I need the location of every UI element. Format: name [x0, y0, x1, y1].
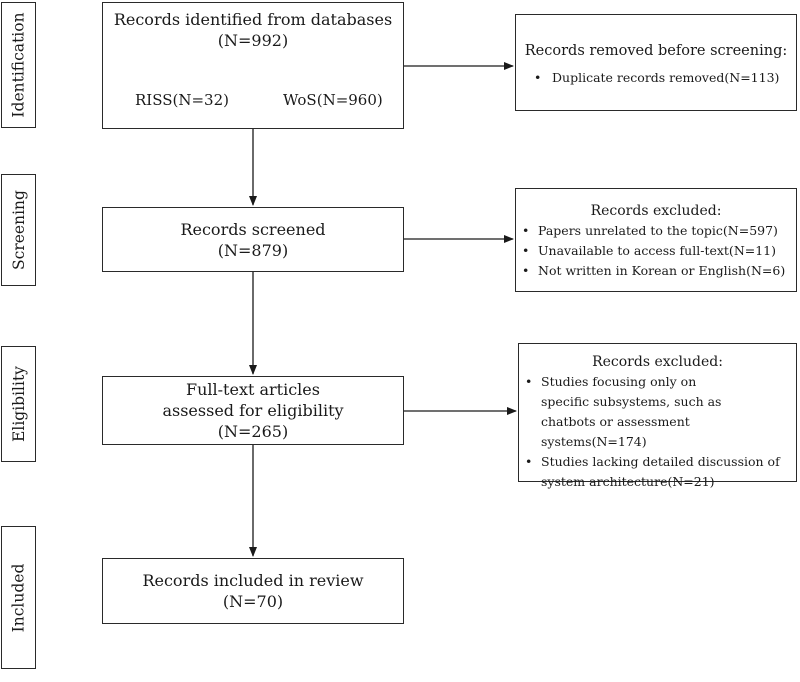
included-box: Records included in review (N=70) — [102, 558, 404, 624]
source-wos-count: (N=960) — [316, 91, 383, 109]
source-riss-name: RISS — [135, 91, 173, 109]
excluded-eligibility-text: Studies lacking detailed discussion of — [541, 454, 780, 469]
eligibility-box: Full-text articles assessed for eligibil… — [102, 376, 404, 445]
removed-item: • Duplicate records removed(N=113) — [516, 68, 796, 88]
stage-identification-text: Identification — [9, 12, 28, 118]
stage-label-screening: Screening — [1, 174, 36, 286]
excluded-screening-text: Papers unrelated to the topic(N=597) — [538, 223, 778, 238]
stage-eligibility-text: Eligibility — [9, 366, 28, 442]
removed-title: Records removed before screening: — [524, 43, 788, 59]
bullet-icon: • — [525, 454, 533, 469]
excluded-screening-title: Records excluded: — [590, 203, 722, 219]
excluded-screening-item: • Papers unrelated to the topic(N=597) — [516, 221, 796, 241]
identification-count: (N=992) — [217, 31, 289, 50]
stage-screening-text: Screening — [9, 190, 28, 270]
eligibility-line1: Full-text articles — [186, 380, 320, 399]
excluded-eligibility-text: system architecture(N=21) — [541, 474, 715, 489]
excluded-screening-text: Unavailable to access full-text(N=11) — [538, 243, 777, 258]
source-wos: WoS(N=960) — [283, 91, 383, 109]
stage-label-eligibility: Eligibility — [1, 346, 36, 462]
included-count: (N=70) — [222, 592, 284, 611]
bullet-icon: • — [522, 223, 530, 238]
excluded-screening-item: • Unavailable to access full-text(N=11) — [516, 241, 796, 261]
source-wos-name: WoS — [283, 91, 317, 109]
screening-count: (N=879) — [217, 240, 289, 260]
removed-item-text: Duplicate records removed(N=113) — [552, 70, 780, 85]
eligibility-count: (N=265) — [217, 422, 289, 441]
source-riss-count: (N=32) — [172, 91, 229, 109]
stage-included-text: Included — [9, 563, 28, 632]
excluded-eligibility-box: Records excluded: • Studies focusing onl… — [518, 343, 797, 489]
screening-title: Records screened — [180, 219, 326, 239]
identification-title: Records identified from databases — [113, 10, 393, 29]
excluded-screening-text: Not written in Korean or English(N=6) — [538, 263, 786, 278]
stage-label-identification: Identification — [1, 2, 36, 128]
identification-box: Records identified from databases (N=992… — [102, 2, 404, 129]
bullet-icon: • — [534, 70, 542, 85]
excluded-screening-item: • Not written in Korean or English(N=6) — [516, 261, 796, 281]
bullet-icon: • — [525, 374, 533, 389]
stage-label-included: Included — [1, 526, 36, 669]
bullet-icon: • — [522, 243, 530, 258]
excluded-eligibility-item: • Studies lacking detailed discussion of… — [519, 452, 796, 492]
eligibility-line2: assessed for eligibility — [162, 401, 344, 420]
excluded-eligibility-text: specific subsystems, such as — [541, 394, 722, 409]
excluded-eligibility-title: Records excluded: — [592, 354, 723, 370]
excluded-eligibility-text: chatbots or assessment systems(N=174) — [541, 414, 690, 449]
excluded-eligibility-item: • Studies focusing only on specific subs… — [519, 372, 796, 452]
bullet-icon: • — [522, 263, 530, 278]
source-riss: RISS(N=32) — [135, 91, 229, 109]
screening-box: Records screened (N=879) — [102, 207, 404, 272]
excluded-screening-box: Records excluded: • Papers unrelated to t… — [515, 188, 797, 292]
excluded-eligibility-text: Studies focusing only on — [541, 374, 697, 389]
removed-box: Records removed before screening: • Dupli… — [515, 14, 797, 111]
included-title: Records included in review — [142, 571, 364, 590]
